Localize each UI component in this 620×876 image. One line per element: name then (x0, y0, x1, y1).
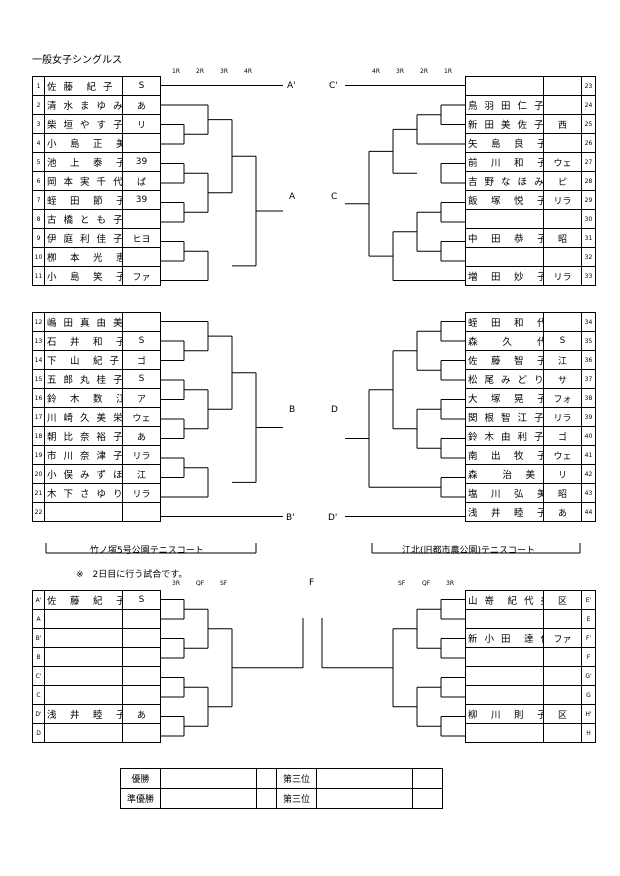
draw-number: 42 (581, 464, 596, 484)
round-label: SF (220, 580, 228, 587)
final-table-right: 山 嵜 紀 代 美区E'E新 小 田 達 代ファF'FG'G柳 川 則 子区H'… (465, 590, 596, 743)
draw-number: 32 (581, 247, 596, 267)
entry-row: D (32, 723, 161, 743)
block-label-c: C (331, 192, 338, 202)
draw-number: F (581, 647, 596, 667)
club-code: S (122, 369, 161, 389)
round-label: 1R (444, 68, 452, 75)
round-label: 3R (396, 68, 404, 75)
block-label-a: A (289, 192, 296, 202)
final-label: F (309, 578, 315, 588)
round-label: QF (422, 580, 431, 587)
venue-left: 竹ノ塚5号公園テニスコート (90, 546, 204, 556)
block-label-d-prime: D' (328, 513, 338, 523)
round-label: QF (196, 580, 205, 587)
entry-row: 22 (32, 502, 161, 522)
entry-row: H (465, 723, 596, 743)
draw-number: 43 (581, 483, 596, 503)
note-text: ※ 2日目に行う試合です。 (76, 570, 188, 580)
page-title: 一般女子シングルス (32, 55, 122, 66)
entry-row: 32 (465, 247, 596, 267)
round-label: 2R (196, 68, 204, 75)
venue-right: 江北(旧都市農公園)テニスコート (402, 546, 536, 556)
round-label: 4R (372, 68, 380, 75)
round-label: 2R (420, 68, 428, 75)
draw-number: G (581, 685, 596, 705)
block-label-a-prime: A' (287, 81, 296, 91)
club-code (122, 502, 161, 522)
draw-number: F' (581, 628, 596, 648)
round-label: SF (398, 580, 406, 587)
block-label-d: D (331, 405, 338, 415)
block-label-b: B (289, 405, 296, 415)
round-label: 3R (446, 580, 454, 587)
player-name: 増 田 妙 子 (465, 266, 544, 286)
round-label: 3R (220, 68, 228, 75)
round-label: 4R (244, 68, 252, 75)
draw-number: 33 (581, 266, 596, 286)
draw-number: 41 (581, 445, 596, 465)
round-label: 1R (172, 68, 180, 75)
round-label: 3R (172, 580, 180, 587)
club-code: リラ (122, 445, 161, 465)
entry-row: C (32, 685, 161, 705)
entry-row: B (32, 647, 161, 667)
draw-number: 37 (581, 369, 596, 389)
club-code (122, 723, 161, 743)
entry-row: 新 小 田 達 代ファF' (465, 628, 596, 648)
draw-number: 39 (581, 407, 596, 427)
club-code: 39 (122, 190, 161, 210)
entry-row: 山 嵜 紀 代 美区E' (465, 590, 596, 610)
club-code: ファ (122, 266, 161, 286)
third-club-2 (412, 788, 443, 809)
draw-number: 44 (581, 502, 596, 522)
draw-number: 40 (581, 426, 596, 446)
results-table: 優勝 第三位 準優勝 第三位 (120, 768, 443, 809)
block-label-b-prime: B' (286, 513, 295, 523)
block-label-c-prime: C' (329, 81, 338, 91)
club-code: ヒヨ (122, 228, 161, 248)
draw-number: H (581, 723, 596, 743)
